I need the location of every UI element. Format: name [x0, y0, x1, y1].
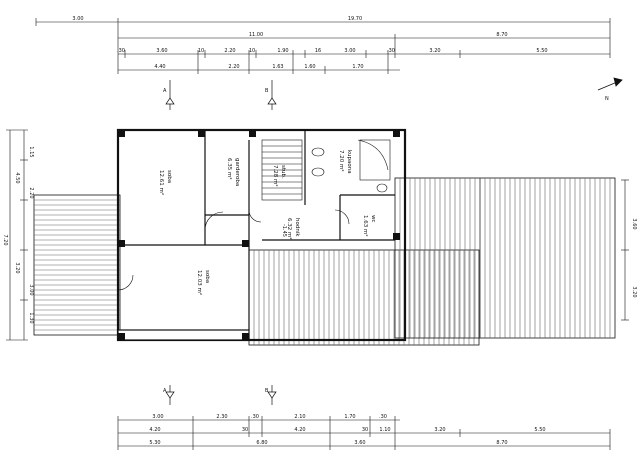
dim-top-3-3: 2.20 — [224, 48, 235, 54]
section-label-a-top: A — [163, 88, 167, 94]
dim-top-3-10: 5.50 — [536, 48, 547, 54]
dim-left-2: 2.20 — [28, 187, 34, 198]
room-5-name: soba — [204, 270, 210, 283]
terrace-east — [394, 177, 616, 339]
dim-top-3-5: 1.90 — [277, 48, 288, 54]
dim-left-6: 1.30 — [28, 312, 34, 323]
section-label-a-bottom: A — [163, 388, 167, 394]
room-6-name: wc — [370, 215, 376, 223]
dim-bot-2-4: 1.10 — [379, 427, 390, 433]
dim-top-3-6: 16 — [315, 48, 321, 54]
room-4-name: hodnik — [294, 218, 300, 237]
dim-bot-3-1: 6.80 — [256, 440, 267, 446]
left-dimension-labels: 1.15 4.50 2.20 7.20 3.20 3.00 1.30 — [2, 146, 34, 323]
dim-bot-1-5: .30 — [379, 414, 387, 420]
dim-bot-1-3: 2.10 — [294, 414, 305, 420]
dim-left-0: 1.15 — [28, 146, 34, 157]
dim-bot-3-0: 5.30 — [149, 440, 160, 446]
dim-bot-2-3: 30 — [362, 427, 368, 433]
dim-top-4-3: 1.60 — [304, 64, 315, 70]
north-label: N — [605, 96, 609, 102]
level-mark: -1.45 — [281, 224, 287, 237]
dim-top-1-0: 3.00 — [72, 16, 83, 22]
dim-left-4: 3.20 — [14, 262, 20, 273]
dim-top-3-1: 3.60 — [156, 48, 167, 54]
dim-bot-2-2: 4.20 — [294, 427, 305, 433]
building-walls — [116, 128, 407, 342]
staircase — [261, 139, 303, 201]
room-3-area: 7.20 m² — [338, 150, 345, 172]
terrace-west — [33, 194, 121, 336]
door-swings — [117, 209, 350, 291]
room-1-name: garderoba — [234, 158, 240, 186]
room-0-area: 12.61 m² — [158, 170, 165, 195]
room-2-name: stub. — [280, 165, 286, 179]
dim-top-3-0: .30 — [117, 48, 125, 54]
bottom-dimension-labels: 3.00 2.30 .30 2.10 1.70 .30 4.20 30 4.20… — [149, 414, 545, 446]
room-1-area: 6.35 m² — [226, 158, 233, 180]
right-dimension-labels: 3.60 3.20 — [631, 218, 637, 297]
section-label-b-top: B — [265, 88, 269, 94]
room-labels: soba 12.61 m² garderoba 6.35 m² stub. 7.… — [158, 150, 376, 295]
dim-top-3-7: 3.00 — [344, 48, 355, 54]
dim-bot-1-2: .30 — [251, 414, 259, 420]
dim-bot-2-0: 4.20 — [149, 427, 160, 433]
dim-top-4-0: 4.40 — [154, 64, 165, 70]
dim-top-2-1: 8.70 — [496, 32, 507, 38]
dim-top-2-0: 11.00 — [249, 32, 263, 38]
dim-top-3-4: 10 — [249, 48, 255, 54]
room-6-area: 1.63 m² — [362, 215, 369, 237]
dim-left-3: 7.20 — [2, 234, 8, 245]
dim-bot-2-5: 3.20 — [434, 427, 445, 433]
bathroom-fixtures — [311, 139, 391, 193]
wall-columns — [118, 130, 400, 340]
dim-bot-1-0: 3.00 — [152, 414, 163, 420]
room-4-area: 6.32 m² — [286, 218, 293, 240]
dim-left-5: 3.00 — [28, 284, 34, 295]
dim-bot-3-3: 8.70 — [496, 440, 507, 446]
room-0-name: soba — [166, 170, 172, 183]
dim-bot-2-1: 30 — [242, 427, 248, 433]
dim-top-3-2: 10 — [198, 48, 204, 54]
dim-bot-3-2: 3.60 — [354, 440, 365, 446]
dim-top-4-1: 2.20 — [228, 64, 239, 70]
left-dimension-chains — [6, 129, 28, 341]
dim-left-1: 4.50 — [14, 172, 20, 183]
dim-top-3-9: 3.20 — [429, 48, 440, 54]
dim-bot-1-4: 1.70 — [344, 414, 355, 420]
room-5-area: 12.03 m² — [196, 270, 203, 295]
right-dimension-chain — [621, 179, 629, 321]
dim-right-0: 3.60 — [631, 218, 637, 229]
section-markers — [165, 80, 277, 405]
dim-bot-2-6: 5.50 — [534, 427, 545, 433]
dim-top-4-2: 1.63 — [272, 64, 283, 70]
section-label-b-bottom: B — [265, 388, 269, 394]
dim-top-1-1: 19.70 — [348, 16, 362, 22]
bottom-dimension-chains — [117, 416, 611, 450]
dim-top-3-8: .30 — [387, 48, 395, 54]
dim-right-1: 3.20 — [631, 286, 637, 297]
north-arrow-icon — [597, 77, 623, 91]
dim-top-4-4: 1.70 — [352, 64, 363, 70]
room-2-area: 7.28 m² — [272, 165, 279, 187]
top-dimension-labels: 3.00 19.70 11.00 8.70 .30 3.60 10 2.20 1… — [72, 16, 547, 70]
top-dimension-chains — [35, 18, 611, 74]
dim-bot-1-1: 2.30 — [216, 414, 227, 420]
room-3-name: kupaona — [346, 150, 352, 174]
terrace-south — [248, 249, 480, 346]
